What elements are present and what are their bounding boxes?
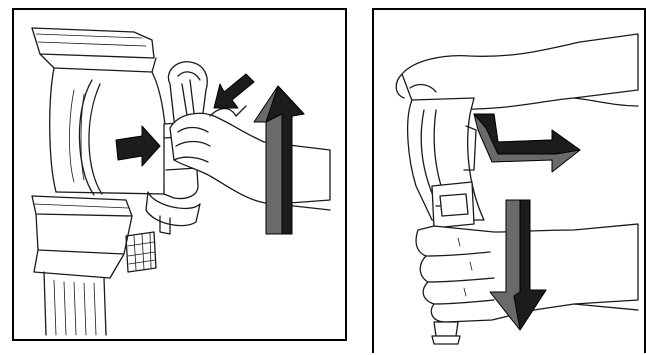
hand-upper xyxy=(395,33,639,110)
illustration-panel-right xyxy=(372,8,646,353)
pull-out-right-arrow xyxy=(473,113,581,173)
push-down-arrow xyxy=(489,199,547,331)
press-right-arrow xyxy=(213,73,255,109)
tap-spout xyxy=(431,321,461,345)
dispenser-machine xyxy=(31,27,168,336)
tap-body xyxy=(406,97,485,229)
press-left-arrow xyxy=(115,125,161,167)
machine-tap-illustration xyxy=(31,27,331,336)
tap-removal-illustration xyxy=(395,33,639,345)
illustration-panel-left xyxy=(12,8,347,341)
pull-up-arrow xyxy=(253,85,305,235)
